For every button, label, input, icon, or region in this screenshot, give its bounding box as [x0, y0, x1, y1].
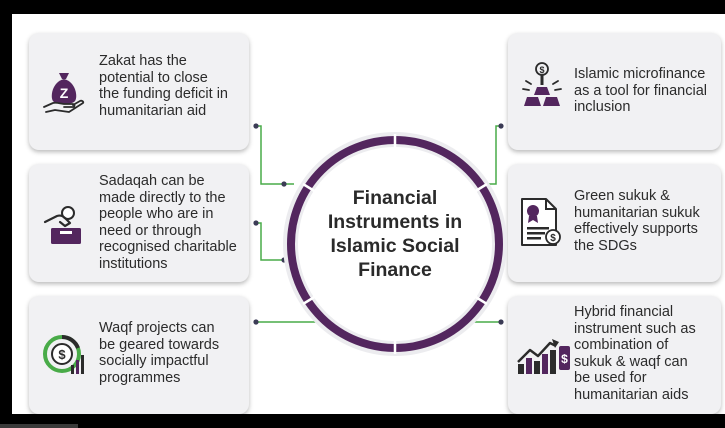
sukuk-certificate-icon: $ — [520, 197, 562, 247]
card-sukuk: $ Green sukuk & humanitarian sukuk effec… — [508, 164, 721, 282]
svg-text:$: $ — [539, 65, 544, 75]
text-line: potential to close — [99, 69, 208, 86]
microfinance-gold-bars-icon: $ — [520, 61, 564, 109]
text-line: be used for — [574, 370, 647, 386]
title-line: Financial — [352, 187, 438, 209]
card-hybrid-text: Hybrid financial instrument such as comb… — [574, 304, 696, 403]
title-line: Instruments in — [327, 211, 463, 233]
text-line: humanitarian aids — [574, 386, 689, 403]
hybrid-bar-chart-icon: $ — [516, 336, 570, 374]
waqf-growth-chart-icon: $ — [41, 332, 87, 378]
text-line: people who are in — [99, 206, 214, 222]
connector-dot — [253, 319, 259, 325]
text-line: Islamic microfinance — [574, 66, 706, 82]
text-line: Green sukuk & — [574, 188, 670, 204]
text-line: combination of — [574, 337, 669, 353]
text-line: institutions — [99, 255, 168, 272]
corner-tab — [0, 424, 78, 428]
text-line: the SDGs — [574, 237, 637, 254]
text-line: effectively supports — [574, 221, 698, 237]
connector-dot — [498, 123, 504, 129]
svg-text:$: $ — [550, 233, 556, 244]
infographic: Z Zakat has the potential to close the f… — [12, 14, 725, 414]
text-line: be geared towards — [99, 336, 220, 353]
card-waqf-text: Waqf projects can be geared towards soci… — [99, 320, 219, 386]
ring-gap — [473, 182, 488, 194]
text-line: Sadaqah can be — [99, 173, 205, 189]
text-line: need or through — [99, 222, 202, 239]
title-line: Finance — [358, 259, 432, 281]
connector-dot — [253, 123, 259, 129]
text-line: Zakat has the — [99, 53, 187, 69]
connector-dot — [253, 220, 259, 226]
text-line: programmes — [99, 369, 181, 386]
ring-gap — [302, 182, 317, 194]
card-microfinance-text: Islamic microfinance as a tool for finan… — [574, 66, 707, 116]
text-line: instrument such as — [574, 320, 696, 337]
card-sadaqah: Sadaqah can be made directly to the peop… — [29, 164, 249, 282]
card-microfinance: $ Islamic microfinance as a tool for fin… — [508, 33, 721, 150]
text-line: recognised charitable — [99, 239, 237, 255]
text-line: inclusion — [574, 99, 631, 115]
text-line: socially impactful — [99, 353, 209, 369]
text-line: as a tool for financial — [574, 82, 707, 99]
card-waqf: $ Waqf projects can be geared towards so… — [29, 296, 249, 414]
card-sadaqah-text: Sadaqah can be made directly to the peop… — [99, 173, 237, 272]
zakat-hand-money-bag-icon: Z — [43, 69, 85, 115]
text-line: sukuk & waqf can — [574, 353, 688, 370]
text-line: the funding deficit in — [99, 86, 228, 102]
card-hybrid: $ Hybrid financial instrument such as co… — [508, 296, 721, 414]
connector-dot — [281, 181, 287, 187]
connector-dot — [498, 319, 504, 325]
card-zakat: Z Zakat has the potential to close the f… — [29, 33, 249, 150]
text-line: made directly to the — [99, 189, 226, 206]
donation-box-icon — [43, 204, 85, 246]
card-sukuk-text: Green sukuk & humanitarian sukuk effecti… — [574, 188, 700, 254]
title-line: Islamic Social — [330, 235, 460, 257]
card-zakat-text: Zakat has the potential to close the fun… — [99, 53, 228, 119]
svg-text:$: $ — [561, 352, 568, 366]
text-line: humanitarian aid — [99, 102, 207, 119]
center-title: Financial Instruments in Islamic Social … — [297, 186, 493, 282]
svg-text:$: $ — [58, 347, 66, 362]
text-line: Hybrid financial — [574, 304, 674, 320]
svg-text:Z: Z — [60, 85, 69, 101]
text-line: humanitarian sukuk — [574, 204, 700, 221]
ring-gap — [473, 294, 488, 306]
center-circle: Financial Instruments in Islamic Social … — [279, 128, 511, 360]
text-line: Waqf projects can — [99, 320, 215, 336]
ring-gap — [302, 294, 317, 306]
